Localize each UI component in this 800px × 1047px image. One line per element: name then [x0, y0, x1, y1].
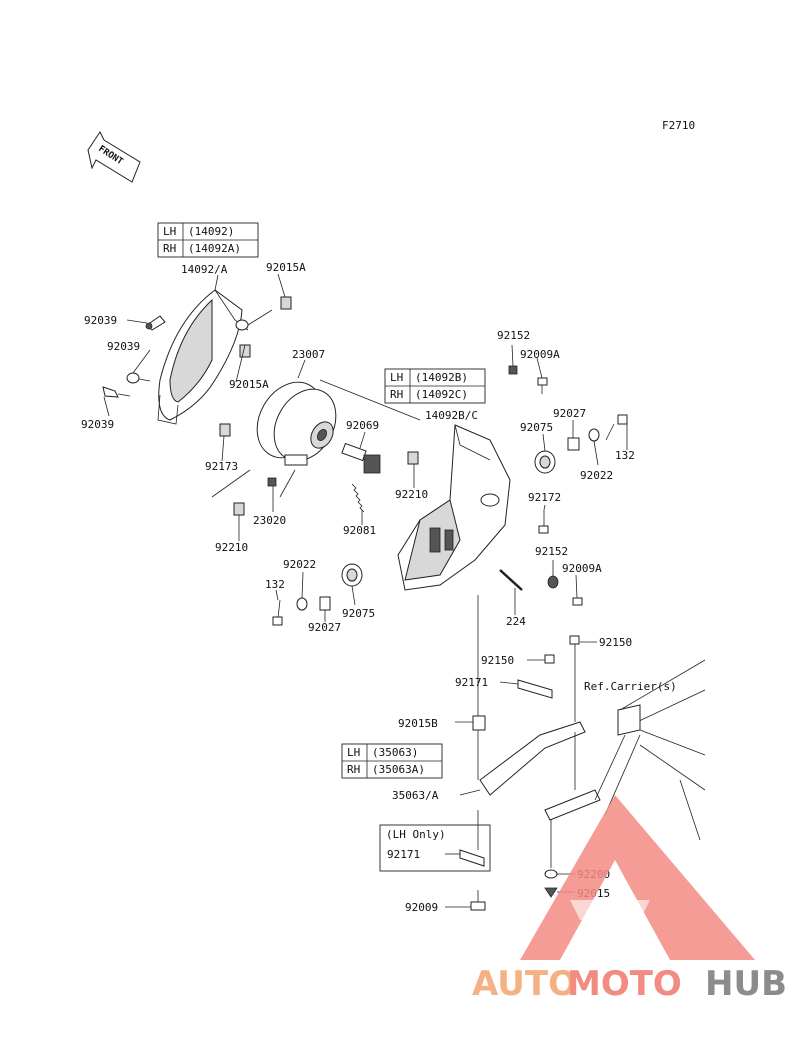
grommet-icon [267, 477, 277, 487]
part-label: 92022 [580, 469, 613, 482]
headlight-housing-drawing [397, 424, 511, 591]
table-cell-part: (14092A) [188, 242, 241, 255]
part-label: 92022 [283, 558, 316, 571]
screw-icon [126, 372, 151, 384]
part-label: 92152 [535, 545, 568, 558]
part-label: 92069 [346, 419, 379, 432]
part-label: 92015A [229, 378, 269, 391]
part-label: 92172 [528, 491, 561, 504]
table-cell-side: RH [390, 388, 403, 401]
part-label: 92027 [553, 407, 586, 420]
watermark-logo: AUTO MOTO HUB [472, 795, 787, 1004]
reference-label: Ref.Carrier(s) [584, 680, 677, 693]
lh-only-note: (LH Only) [386, 828, 446, 841]
bolt-icon [537, 377, 548, 394]
screw-icon [102, 386, 131, 398]
part-label: 92171 [455, 676, 488, 689]
bolt-icon [272, 599, 283, 626]
part-label: 92171 [387, 848, 420, 861]
headlight-unit-drawing [256, 381, 337, 466]
clip-icon [233, 502, 245, 516]
part-label: 92210 [215, 541, 248, 554]
part-label: 92210 [395, 488, 428, 501]
spring-icon [351, 483, 365, 513]
figure-code: F2710 [662, 119, 695, 132]
table-cell-part: (14092) [188, 225, 234, 238]
nut-icon [547, 575, 559, 589]
clip-icon [239, 344, 251, 358]
table-cell-side: LH [390, 371, 403, 384]
headlight-cover-drawing [157, 289, 249, 425]
leader-lines [103, 273, 628, 908]
table-cell-side: RH [347, 763, 360, 776]
lh-only-box: (LH Only) [379, 824, 491, 872]
table-cell-side: LH [347, 746, 360, 759]
part-label: 224 [506, 615, 526, 628]
washer-icon [588, 428, 600, 442]
grommet-icon [534, 450, 556, 474]
washer-icon [296, 597, 308, 611]
part-label: 92081 [343, 524, 376, 537]
part-label: 92039 [81, 418, 114, 431]
part-label: 92075 [342, 607, 375, 620]
part-label: 92150 [481, 654, 514, 667]
nut-icon [508, 365, 518, 375]
table-cell-side: LH [163, 225, 176, 238]
clip-icon [219, 423, 231, 437]
part-label: 92039 [84, 314, 117, 327]
part-labels: 14092/A 92015A 92039 92039 92039 92015A … [81, 261, 677, 914]
variant-table-35063: LH (35063) RH (35063A) [341, 743, 443, 779]
bulb-icon [341, 442, 381, 474]
bolt-icon [572, 597, 583, 606]
part-label: 132 [265, 578, 285, 591]
clip-icon [280, 296, 292, 310]
part-label: 92009A [520, 348, 560, 361]
part-label: 92152 [497, 329, 530, 342]
variant-table-14092B: LH (14092B) RH (14092C) [384, 368, 486, 404]
watermark-text-hub: HUB [705, 964, 787, 1004]
part-label: 92015B [398, 717, 438, 730]
watermark-text-auto: AUTO [472, 964, 577, 1004]
front-arrow-icon: FRONT [87, 131, 141, 183]
part-label: 92173 [205, 460, 238, 473]
part-label: 92015A [266, 261, 306, 274]
part-label: 14092/A [181, 263, 228, 276]
part-label: 92075 [520, 421, 553, 434]
part-label: 14092B/C [425, 409, 478, 422]
watermark-text-moto: MOTO [567, 964, 682, 1004]
part-label: 35063/A [392, 789, 439, 802]
grommet-icon [341, 563, 363, 587]
variant-table-14092: LH (14092) RH (14092A) [157, 222, 259, 258]
part-label: 23020 [253, 514, 286, 527]
collar-icon [319, 596, 331, 611]
table-cell-part: (35063A) [372, 763, 425, 776]
part-label: 92009 [405, 901, 438, 914]
collar-icon [567, 437, 580, 451]
clip-icon [407, 451, 419, 465]
part-label: 92027 [308, 621, 341, 634]
part-label: 92150 [599, 636, 632, 649]
watermark-triangle-icon [520, 795, 755, 960]
part-label: 92039 [107, 340, 140, 353]
screw-icon [145, 315, 166, 331]
table-cell-part: (14092B) [415, 371, 468, 384]
part-label: 132 [615, 449, 635, 462]
bolt-icon [605, 414, 628, 441]
table-cell-part: (35063) [372, 746, 418, 759]
bolt-icon [538, 510, 549, 534]
bolt-icon [499, 569, 523, 591]
table-cell-side: RH [163, 242, 176, 255]
part-label: 92009A [562, 562, 602, 575]
table-cell-part: (14092C) [415, 388, 468, 401]
part-label: 23007 [292, 348, 325, 361]
bracket-assembly-drawing [459, 635, 601, 911]
carrier-frame-drawing [594, 659, 706, 841]
